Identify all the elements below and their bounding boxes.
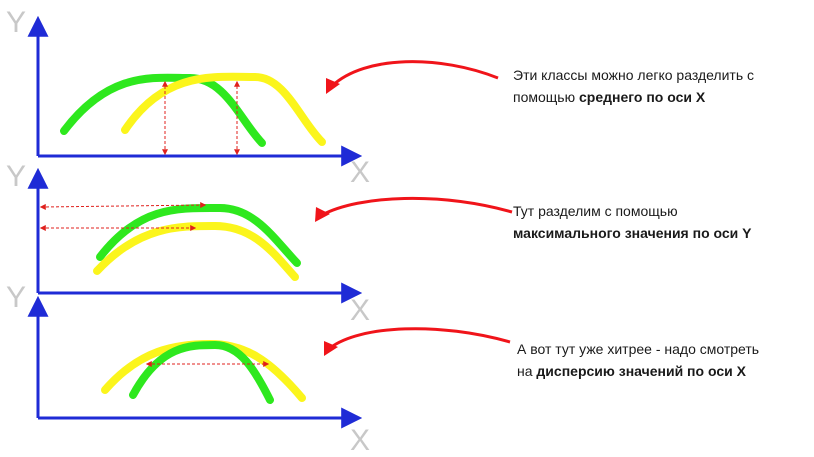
- x-axis-letter: X: [350, 156, 370, 189]
- callout-arrow: [330, 60, 499, 88]
- panel-max-y: Y X: [6, 160, 513, 327]
- note-variance-x: А вот тут уже хитрее - надо смотреть на …: [517, 338, 759, 382]
- note-mean-x: Эти классы можно легко разделить с помощ…: [513, 64, 754, 108]
- panel-mean-x: Y X: [6, 6, 499, 189]
- callout-arrow-head: [324, 341, 338, 356]
- note-line-1: Эти классы можно легко разделить с: [513, 67, 755, 83]
- callout-arrow-head: [315, 207, 330, 222]
- green-class-curve: [96, 203, 301, 267]
- yellow-class-curve: [121, 72, 326, 146]
- x-axis-letter: X: [350, 424, 370, 457]
- green-class-curve: [60, 73, 266, 147]
- note-line-2: помощью среднего по оси X: [513, 86, 754, 108]
- note-max-y: Тут разделим с помощью максимального зна…: [513, 200, 752, 244]
- callout-arrow: [329, 327, 511, 350]
- note-bold: дисперсию значений по оси X: [536, 363, 746, 379]
- note-line-2: максимального значения по оси Y: [513, 222, 752, 244]
- y-axis-letter: Y: [6, 160, 26, 193]
- note-bold: максимального значения по оси Y: [513, 225, 752, 241]
- note-bold: среднего по оси X: [578, 89, 706, 105]
- x-axis-letter: X: [350, 294, 370, 327]
- yellow-class-curve: [93, 221, 299, 281]
- note-line-1: Тут разделим с помощью: [513, 203, 678, 219]
- note-line-1: А вот тут уже хитрее - надо смотреть: [517, 341, 760, 357]
- callout-arrow-head: [326, 78, 340, 94]
- note-line-2: на дисперсию значений по оси X: [517, 360, 759, 382]
- callout-arrow: [321, 196, 513, 217]
- panel-variance-x: Y X: [6, 281, 511, 457]
- note-prefix: помощью: [513, 89, 579, 105]
- note-prefix: на: [517, 363, 537, 379]
- green-max-marker: [39, 202, 207, 210]
- y-axis-letter: Y: [6, 6, 26, 39]
- y-axis-letter: Y: [6, 281, 26, 314]
